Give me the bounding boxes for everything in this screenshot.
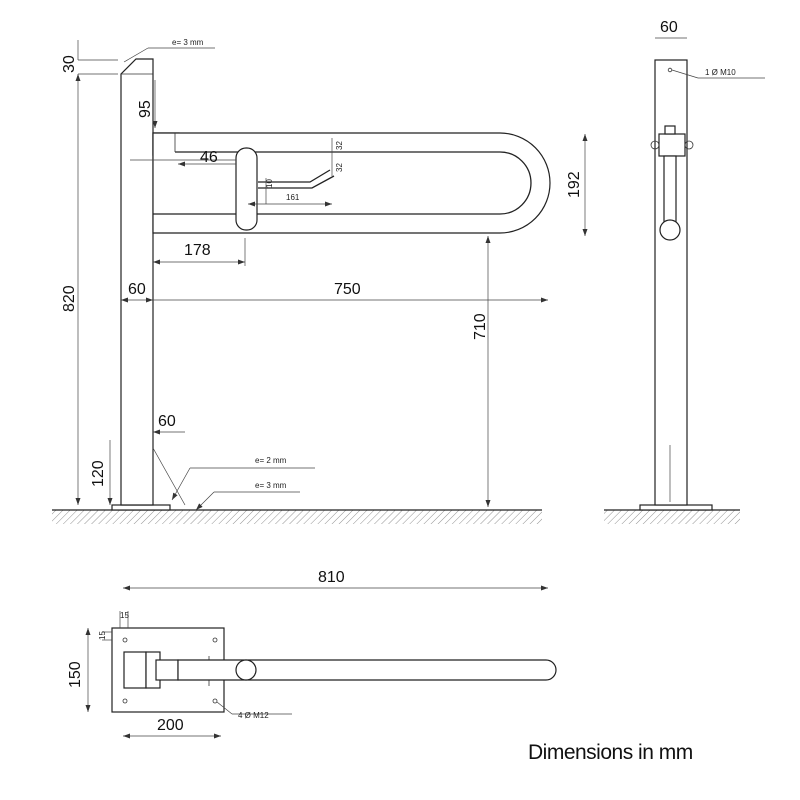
dim-120: 120 xyxy=(90,440,113,505)
svg-text:810: 810 xyxy=(318,569,345,586)
dim-200: 200 xyxy=(123,717,221,739)
svg-text:30: 30 xyxy=(61,55,78,73)
dim-60-base: 60 xyxy=(153,413,185,435)
svg-text:60: 60 xyxy=(128,281,146,298)
slider-handle xyxy=(235,147,258,231)
paper-holder xyxy=(258,169,335,189)
svg-text:32: 32 xyxy=(335,163,344,172)
side-view: 60 1 Ø M10 192 xyxy=(566,19,765,524)
svg-text:95: 95 xyxy=(137,100,154,118)
plan-hole-callout: 4 Ø M12 xyxy=(216,701,292,720)
side-hole-callout: 1 Ø M10 xyxy=(671,68,765,79)
units-note: Dimensions in mm xyxy=(528,741,693,764)
svg-text:e= 2 mm: e= 2 mm xyxy=(255,456,287,465)
dim-178: 178 xyxy=(153,238,246,266)
svg-text:15: 15 xyxy=(120,611,129,620)
svg-text:e= 3 mm: e= 3 mm xyxy=(172,38,204,47)
svg-text:60: 60 xyxy=(158,413,176,430)
svg-text:120: 120 xyxy=(90,460,107,487)
svg-text:32: 32 xyxy=(335,141,344,150)
side-bracket xyxy=(658,133,686,157)
thickness-callout-bottom: e= 2 mm e= 3 mm xyxy=(152,447,315,511)
plan-view: 810 15 15 150 200 4 Ø M12 xyxy=(67,569,557,739)
svg-text:4 Ø M12: 4 Ø M12 xyxy=(238,711,269,720)
dim-15: 15 15 xyxy=(98,611,129,641)
grab-bar xyxy=(152,132,551,234)
dim-192: 192 xyxy=(566,134,588,236)
svg-text:e= 3 mm: e= 3 mm xyxy=(255,481,287,490)
base-plate xyxy=(111,504,171,511)
side-ground-hatch xyxy=(604,510,740,524)
dim-150: 150 xyxy=(67,628,91,712)
ground-hatch xyxy=(52,510,542,524)
front-view: e= 3 mm e= 2 mm e= 3 mm 30 820 95 xyxy=(52,38,551,524)
svg-text:10: 10 xyxy=(265,179,274,188)
dim-710: 710 xyxy=(472,236,491,507)
dim-820: 30 820 xyxy=(61,40,118,505)
dim-750: 60 750 xyxy=(121,281,548,303)
svg-text:820: 820 xyxy=(61,285,78,312)
post xyxy=(120,58,154,506)
dim-95: 95 xyxy=(137,80,158,128)
svg-text:161: 161 xyxy=(286,193,300,202)
svg-text:750: 750 xyxy=(334,281,361,298)
plan-grab-bar xyxy=(177,659,557,681)
grab-bar-inner xyxy=(153,151,532,215)
dim-46: 46 xyxy=(130,149,236,167)
svg-text:15: 15 xyxy=(98,631,107,640)
svg-text:150: 150 xyxy=(67,661,84,688)
svg-text:1 Ø M10: 1 Ø M10 xyxy=(705,68,736,77)
svg-text:46: 46 xyxy=(200,149,218,166)
thickness-callout-top: e= 3 mm xyxy=(123,38,215,63)
svg-text:710: 710 xyxy=(472,313,489,340)
svg-text:178: 178 xyxy=(184,242,211,259)
dim-paper-holder: 32 32 10 161 xyxy=(248,138,344,207)
svg-text:60: 60 xyxy=(660,19,678,36)
dim-side-60: 60 xyxy=(655,19,687,39)
svg-text:200: 200 xyxy=(157,717,184,734)
side-grab-bar xyxy=(663,155,677,227)
dim-810: 810 xyxy=(123,569,548,591)
svg-text:192: 192 xyxy=(566,171,583,198)
